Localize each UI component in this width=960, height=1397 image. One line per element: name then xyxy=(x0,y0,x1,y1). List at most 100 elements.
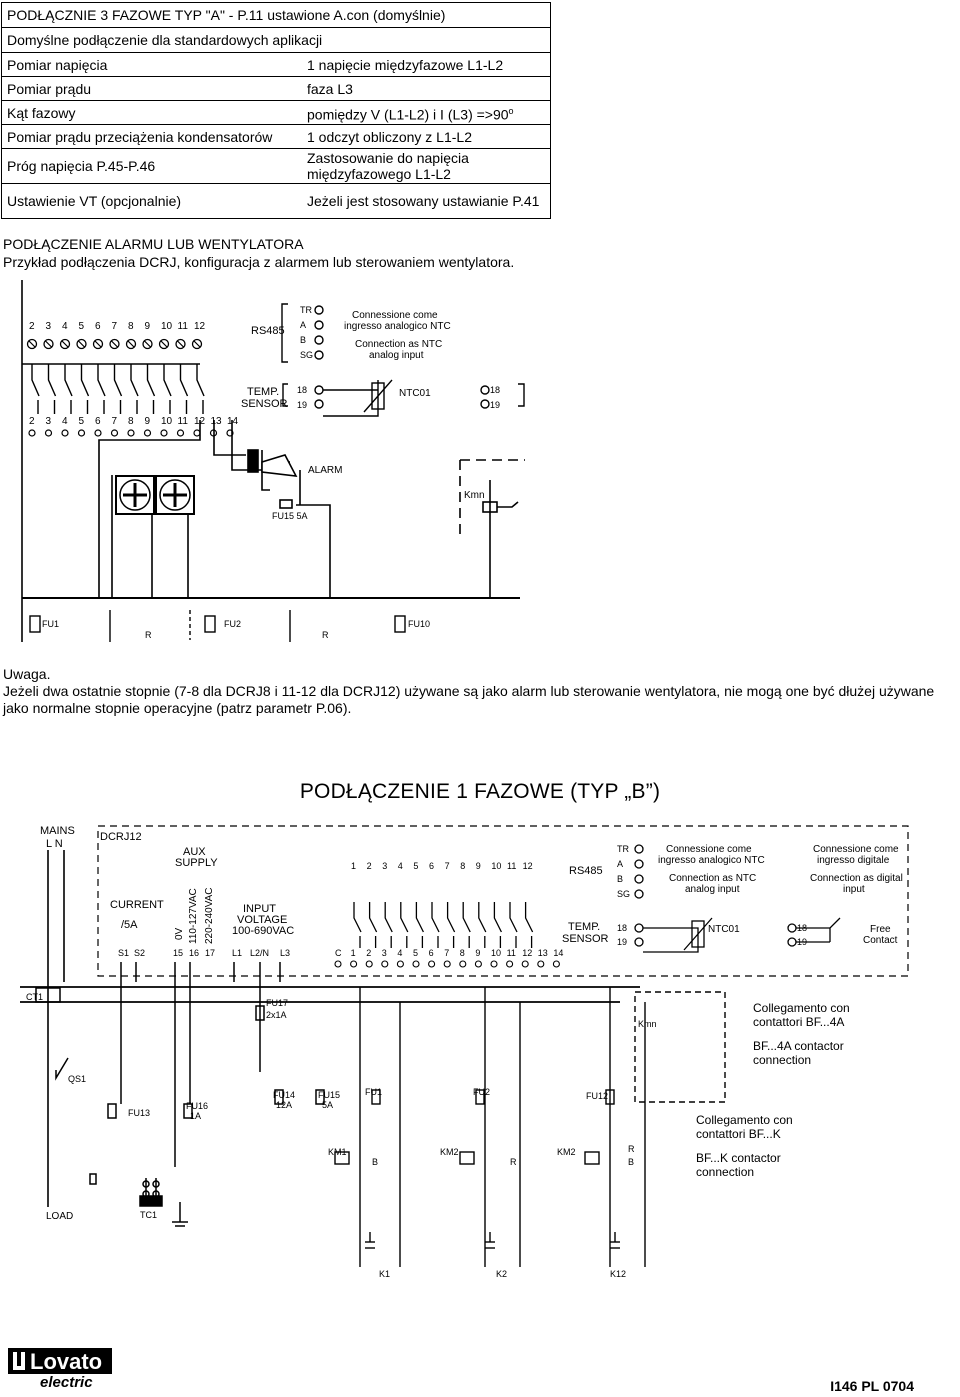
terminal-label: 5 xyxy=(413,861,418,871)
relay-contact xyxy=(130,364,139,414)
aux-voltage: 0V xyxy=(174,927,185,940)
km-label: KM2 xyxy=(557,1147,576,1157)
fuse-label: 12A xyxy=(276,1100,292,1110)
fan-icon xyxy=(155,475,195,515)
terminal-label: 3 xyxy=(382,948,387,958)
terminal-screw xyxy=(143,429,152,437)
terminal-label: 5 xyxy=(79,321,85,332)
terminal-label: 4 xyxy=(398,861,403,871)
terminal-label: S1 xyxy=(118,948,129,958)
row-label: Pomiar napięcia xyxy=(1,52,302,77)
terminal-label: 9 xyxy=(475,948,480,958)
terminal-label: 6 xyxy=(95,416,101,427)
terminal-label: L1 xyxy=(232,948,242,958)
terminal-screw xyxy=(537,960,545,968)
terminal-screw-slot xyxy=(94,340,102,348)
terminal-screw xyxy=(521,960,529,968)
logo-text: Lovato xyxy=(30,1349,102,1374)
terminal-screw xyxy=(77,429,86,437)
terminal-label: 8 xyxy=(460,948,465,958)
row-label: Próg napięcia P.45-P.46 xyxy=(1,148,302,184)
relay-contact xyxy=(524,902,534,948)
terminal-label: 7 xyxy=(112,321,118,332)
terminal-label: 14 xyxy=(553,948,563,958)
logo-subtext: electric xyxy=(40,1374,93,1390)
ntc-label: NTC01 xyxy=(399,388,431,399)
terminal-label: S2 xyxy=(134,948,145,958)
ntc-note-en: analog input xyxy=(685,884,740,895)
terminal-label: 11 xyxy=(507,948,516,958)
kmn-label: Kmn xyxy=(638,1019,657,1029)
bfk-note-en: BF...K contactor xyxy=(696,1151,781,1165)
terminal-screw xyxy=(459,960,467,968)
terminal-screw-slot xyxy=(144,340,151,348)
terminal-screw-slot xyxy=(177,340,184,348)
terminal-label: 9 xyxy=(145,321,151,332)
terminal-label: 2 xyxy=(29,416,35,427)
terminal-label: 3 xyxy=(46,416,52,427)
input-label: 100-690VAC xyxy=(232,925,294,937)
rs485-pin: SG xyxy=(617,889,630,899)
terminal-label: 2 xyxy=(367,861,372,871)
terminal-screw xyxy=(350,960,358,968)
rs485-pin: B xyxy=(300,335,306,345)
row-value: Jeżeli jest stosowany ustawianie P.41 xyxy=(302,183,551,219)
row-value: 1 odczyt obliczony z L1-L2 xyxy=(302,124,551,149)
temp-pin: 19 xyxy=(297,400,307,410)
fuse-label: FU15 xyxy=(318,1090,340,1100)
relay-contact xyxy=(146,364,156,414)
input-label: INPUT xyxy=(243,903,276,915)
relay-contact xyxy=(196,364,205,414)
terminal-label: 9 xyxy=(476,861,481,871)
terminal-label: 11 xyxy=(178,416,189,427)
terminal-screw xyxy=(61,429,69,437)
terminal-label: 2 xyxy=(366,948,371,958)
contact-row xyxy=(31,364,205,414)
terminal-label: 4 xyxy=(397,948,402,958)
note-title: Uwaga. xyxy=(3,666,51,682)
table-subtitle: Domyślne podłączenie dla standardowych a… xyxy=(1,27,551,53)
bf4a-note-it: contattori BF...4A xyxy=(753,1015,844,1029)
fuse-label: FU15 5A xyxy=(272,511,308,521)
terminal-screw-slot xyxy=(45,340,52,348)
terminal-label: 6 xyxy=(95,321,101,332)
fuse-label: FU1 xyxy=(365,1087,382,1097)
terminal-screw xyxy=(193,429,201,437)
temp-pin: 19 xyxy=(617,937,627,947)
relay-contact xyxy=(368,902,378,948)
terminal-screw xyxy=(381,960,389,968)
r-label: R xyxy=(145,630,152,640)
relay-contact xyxy=(384,902,393,948)
fan-icon xyxy=(115,475,155,515)
digital-note-it: Connessione come xyxy=(813,844,899,855)
row-label: Kąt fazowy xyxy=(1,100,302,125)
kmn-label: Kmn xyxy=(464,490,485,501)
relay-contact xyxy=(80,364,90,414)
bfk-note-it: contattori BF...K xyxy=(696,1127,781,1141)
terminal-screw xyxy=(94,429,102,437)
temp-label: SENSOR xyxy=(241,398,288,410)
alarm-heading: PODŁĄCZENIE ALARMU LUB WENTYLATORA xyxy=(3,236,304,252)
terminal-screw-slot xyxy=(160,340,168,348)
terminal-label: 10 xyxy=(161,416,173,427)
rs485-pin: A xyxy=(617,859,623,869)
fuse-label: 2x1A xyxy=(266,1010,287,1020)
terminal-label: 16 xyxy=(189,948,199,958)
bf4a-note-en: connection xyxy=(753,1053,811,1067)
terminal-label: 2 xyxy=(29,321,35,332)
ntc-note-en: Connection as NTC xyxy=(355,339,442,350)
fuse-label: 5A xyxy=(322,1100,333,1110)
row-value: faza L3 xyxy=(302,76,551,101)
lovato-logo: Lovato electric xyxy=(8,1348,112,1390)
rs485-pin: TR xyxy=(617,844,629,854)
load-label: LOAD xyxy=(46,1211,73,1222)
row-label: Pomiar prądu xyxy=(1,76,302,101)
note-text: Jeżeli dwa ostatnie stopnie (7-8 dla DCR… xyxy=(3,683,935,716)
free-contact-label: Contact xyxy=(863,935,898,946)
terminal-screw xyxy=(44,429,53,437)
rs485-pin: A xyxy=(300,320,306,330)
fuse-label: FU10 xyxy=(408,619,430,629)
